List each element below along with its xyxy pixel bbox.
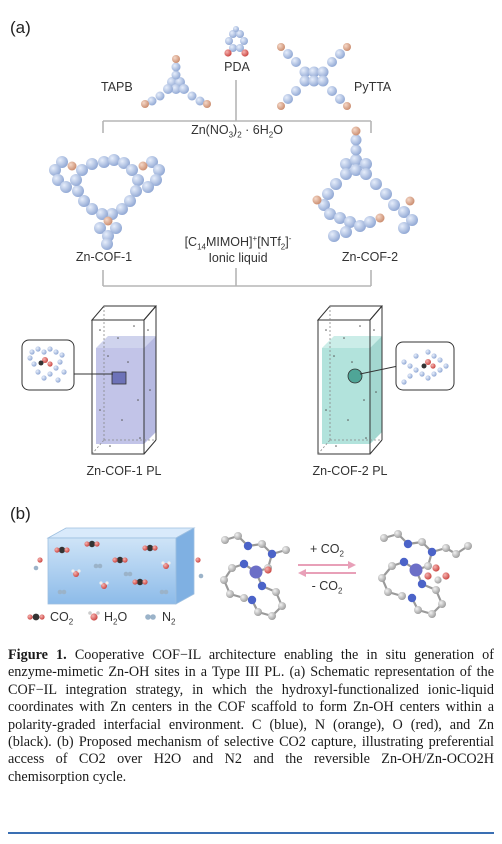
- zn-cof-2-label: Zn-COF-2: [341, 250, 399, 264]
- zn-cof-1-callout: [21, 339, 113, 391]
- zn-cof-1-structure: [49, 154, 165, 250]
- caption-heading: Figure 1.: [8, 647, 67, 663]
- tapb-molecule: [141, 55, 211, 108]
- gas-molecules: [33, 540, 204, 595]
- zn-oco2h-complex: [378, 530, 472, 618]
- caption-text: Cooperative COF−IL architecture enabling…: [8, 647, 494, 785]
- pytta-molecule: [277, 43, 351, 110]
- zinc-salt-label: Zn(NO3)2 · 6H2O: [191, 123, 283, 140]
- arrow-forward-label: + CO2: [310, 542, 344, 559]
- synthesis-bracket-top: [102, 80, 372, 133]
- figure-caption: Figure 1. Cooperative COF−IL architectur…: [8, 647, 494, 786]
- ionic-liquid-formula: [C14MIMOH]+[NTf2]-: [184, 234, 292, 252]
- ionic-liquid-label: Ionic liquid: [208, 251, 268, 265]
- ionic-liquid-bracket: [102, 268, 372, 287]
- legend-n2-label: N2: [162, 610, 176, 627]
- zn-cof-2-pl-label: Zn-COF-2 PL: [312, 464, 388, 478]
- zn-cof-1-pl-box: [90, 305, 158, 455]
- legend-co2-label: CO2: [50, 610, 74, 627]
- caption-rule: [8, 832, 494, 834]
- zn-cof-1-label: Zn-COF-1: [75, 250, 133, 264]
- panel-b-graphic: [27, 527, 472, 621]
- legend-icons: [27, 611, 156, 621]
- pda-molecule: [224, 26, 249, 57]
- zn-cof-2-structure: [312, 126, 418, 242]
- liquid-block: [46, 527, 196, 605]
- zn-oh-complex: [220, 532, 290, 620]
- panel-a-label: (a): [10, 18, 31, 37]
- legend-h2o-label: H2O: [104, 610, 128, 627]
- tapb-label: TAPB: [101, 80, 133, 94]
- panel-a-graphic: [21, 26, 455, 455]
- zn-cof-1-pl-label: Zn-COF-1 PL: [86, 464, 162, 478]
- panel-b-label: (b): [10, 504, 31, 523]
- zn-cof-2-pl-box: [316, 305, 384, 455]
- pda-label: PDA: [224, 60, 250, 74]
- pytta-label: PyTTA: [354, 80, 392, 94]
- arrow-backward-label: - CO2: [311, 579, 343, 596]
- reversible-arrows: [298, 561, 356, 577]
- zn-cof-2-callout: [359, 341, 455, 391]
